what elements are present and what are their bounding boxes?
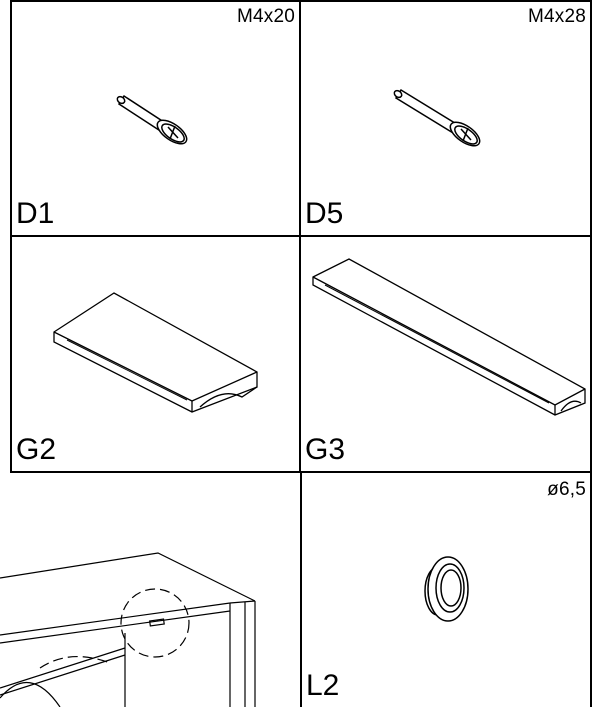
cabinet-assembly-detail-icon bbox=[0, 552, 256, 707]
part-cell-g2: G2 bbox=[10, 237, 300, 473]
part-code-d5: D5 bbox=[305, 197, 344, 230]
grid-top-border bbox=[10, 0, 592, 2]
part-spec-l2: ø6,5 bbox=[547, 479, 586, 500]
cam-lock-icon bbox=[424, 556, 469, 622]
part-cell-g3: G3 bbox=[300, 237, 592, 473]
part-code-l2: L2 bbox=[306, 669, 340, 702]
part-spec-d5: M4x28 bbox=[527, 6, 586, 27]
shelf-short-icon bbox=[53, 292, 258, 413]
part-code-g2: G2 bbox=[16, 433, 57, 466]
part-code-g3: G3 bbox=[305, 433, 346, 466]
part-cell-d1: M4x20 D1 bbox=[10, 0, 300, 237]
part-spec-d1: M4x20 bbox=[236, 6, 295, 27]
dowel-screw-short-icon bbox=[116, 94, 188, 145]
part-cell-d5: M4x28 D5 bbox=[300, 0, 592, 237]
part-cell-l2: ø6,5 L2 bbox=[300, 473, 592, 707]
part-code-d1: D1 bbox=[16, 197, 55, 230]
shelf-long-icon bbox=[312, 258, 586, 416]
dowel-screw-long-icon bbox=[393, 88, 481, 147]
assembly-preview bbox=[0, 473, 300, 707]
